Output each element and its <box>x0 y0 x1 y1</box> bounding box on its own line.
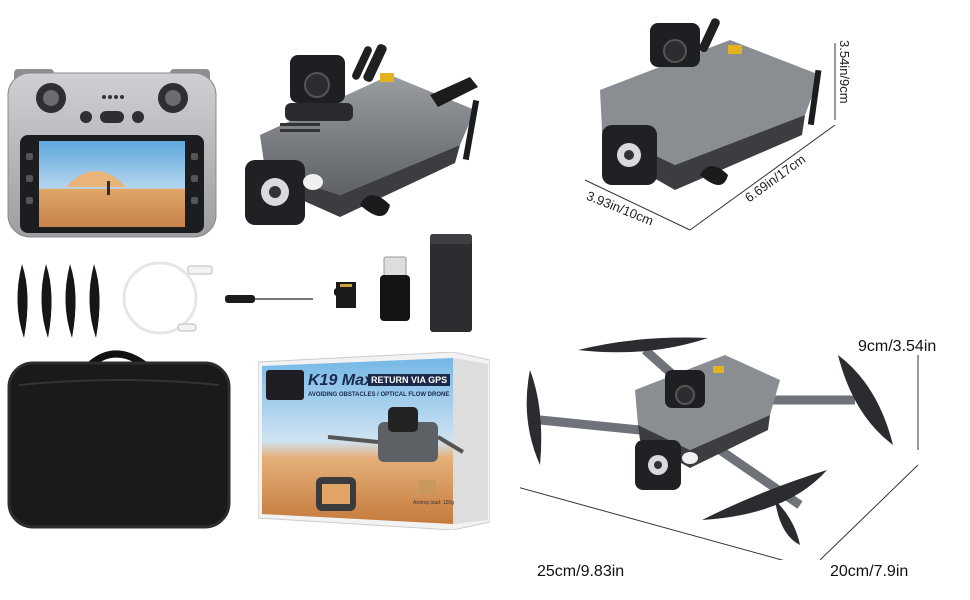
folded-height-label: 3.54in/9cm <box>837 40 852 104</box>
remote-controller <box>6 55 218 240</box>
box-subtitle: AVOIDING OBSTACLES / OPTICAL FLOW DRONE <box>308 392 450 398</box>
folded-drone-dimension-view <box>580 15 850 240</box>
box-badge: RETURN VIA GPS <box>368 374 451 386</box>
usb-cable <box>118 258 218 338</box>
propellers <box>8 262 108 340</box>
card-reader <box>378 255 412 323</box>
screwdriver <box>225 293 315 305</box>
box-model-text: K19 Max <box>308 372 373 389</box>
tf-card <box>334 280 358 310</box>
unfolded-height-label: 9cm/3.54in <box>858 338 937 355</box>
battery <box>428 232 474 334</box>
unfolded-drone <box>520 310 920 560</box>
unfolded-width-label: 20cm/7.9in <box>830 563 909 580</box>
unfolded-length-label: 25cm/9.83in <box>537 563 625 580</box>
box-side-text: Airdrop load: 120g <box>413 500 454 506</box>
carrying-case <box>5 345 233 530</box>
folded-drone <box>240 35 490 240</box>
retail-box: K19 Max RETURN VIA GPS AVOIDING OBSTACLE… <box>258 352 490 530</box>
